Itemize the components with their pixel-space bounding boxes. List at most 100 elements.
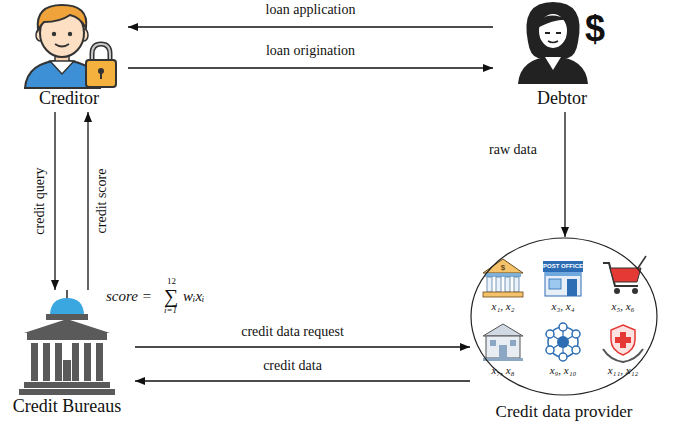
variable-label: x₇, x₈ (492, 364, 515, 377)
public-building-icon-part (490, 340, 496, 346)
variable-label: x₁, x₂ (492, 300, 515, 313)
post-office-icon (543, 261, 583, 296)
node-title: Credit Bureaus (13, 396, 121, 417)
flow-arrow (54, 112, 55, 290)
icon-text: POST OFFICE (543, 263, 583, 270)
bureau-icon-part (63, 360, 71, 381)
variable-label: x₅, x₆ (612, 300, 635, 313)
post-office-icon-part (549, 279, 561, 289)
public-building-icon (483, 324, 523, 361)
variable-label: x₉, x₁₀ (550, 364, 577, 377)
bank-icon-part (483, 292, 523, 297)
flow-arrow (135, 380, 470, 381)
post-office-icon-part (567, 279, 577, 296)
creditor-icon-part (68, 32, 72, 36)
formula-limit: i=1 (164, 305, 177, 315)
public-building-icon-part (483, 324, 523, 336)
formula-text: wᵢxᵢ (183, 288, 204, 305)
post-office-node: POST OFFICEx₃, x₄ (535, 257, 591, 319)
debtor-icon (518, 2, 588, 84)
health-node: x₁₁, x₁₂ (595, 321, 651, 383)
creditor-icon-part (50, 61, 74, 74)
flow-arrow (564, 112, 565, 237)
flow-arrow (128, 67, 493, 68)
node-title: Debtor (537, 88, 587, 109)
edge-label: credit data (263, 358, 322, 374)
edge-label: credit score (94, 169, 110, 234)
provider-node: Credit data provider $ x₁, x₂ POST OFFICEx₃… (470, 237, 658, 426)
network-icon-part (572, 346, 580, 354)
bureau-icon-part (55, 343, 62, 381)
bureau-icon-part (72, 343, 79, 381)
network-icon-part (572, 330, 580, 338)
shop-node: x₅, x₆ (595, 257, 651, 319)
health-icon-part (611, 325, 635, 355)
public-building-icon-part (499, 345, 507, 358)
edge-label: loan origination (266, 43, 355, 59)
network-icon-part (557, 336, 569, 348)
debtor-icon-part (537, 16, 570, 29)
node-title: Credit data provider (496, 402, 633, 422)
creditor-icon-part (38, 5, 87, 30)
public-building-icon-part (510, 340, 516, 346)
debtor-icon-part (548, 41, 558, 43)
health-icon-part (615, 337, 631, 343)
node-title: Creditor (39, 88, 99, 109)
edge-label: raw data (489, 141, 537, 157)
debtor-icon-part (526, 2, 579, 58)
post-office-icon-part (545, 272, 581, 276)
bureau-icon-part (50, 298, 84, 316)
formula-sum: ∑ (164, 285, 178, 308)
public-building-icon-part (483, 358, 523, 361)
bank-icon (483, 259, 523, 297)
network-icon-part (559, 353, 567, 361)
bank-icon-part (514, 277, 519, 292)
formula-text: score = (106, 288, 152, 305)
bureau-icon-part (24, 319, 110, 333)
cart-icon-part (638, 256, 646, 268)
flow-arrow (135, 346, 470, 347)
bureau-icon-part (27, 333, 107, 340)
flow-arrow (128, 26, 493, 27)
network-icon-part (546, 346, 554, 354)
bureau-icon (19, 290, 115, 395)
bank-icon-part (496, 277, 501, 292)
provider-ellipse (471, 238, 657, 395)
bureau-icon-part (31, 343, 38, 381)
bank-icon-part (487, 277, 492, 292)
creditor-icon-part (55, 44, 69, 47)
debtor-icon-part (545, 57, 561, 70)
creditor-node: Creditor (10, 0, 128, 112)
health-icon (603, 325, 643, 362)
bank-node: $ x₁, x₂ (475, 257, 531, 319)
formula-limit: 12 (167, 276, 176, 286)
bureau-node: Credit Bureaus (0, 290, 135, 426)
bank-icon-part (505, 277, 510, 292)
edge-label: credit data request (241, 324, 344, 340)
bureau-icon-part (19, 389, 115, 395)
creditor-icon-part (86, 60, 116, 87)
icon-text: $ (501, 263, 505, 272)
dollar-sign: $ (585, 8, 605, 49)
creditor-icon-part (52, 32, 56, 36)
bureau-icon-part (96, 343, 103, 381)
edge-label: loan application (266, 2, 356, 18)
cart-icon-part (614, 288, 620, 294)
network-icon (546, 323, 580, 361)
creditor-icon (25, 5, 116, 88)
debtor-icon-part (518, 56, 588, 84)
creditor-icon-part (100, 71, 102, 79)
bureau-icon-part (24, 382, 110, 388)
cart-icon-part (610, 268, 641, 282)
bureau-icon-part (66, 290, 68, 299)
network-icon-part (546, 330, 554, 338)
network-icon-part (559, 323, 567, 331)
post-office-icon-part (543, 261, 583, 272)
debtor-icon-part (545, 32, 561, 34)
bank-icon-part (485, 273, 521, 277)
bureau-icon-part (43, 343, 50, 381)
network-node: x₉, x₁₀ (535, 321, 591, 383)
public-office-node: x₇, x₈ (475, 321, 531, 383)
